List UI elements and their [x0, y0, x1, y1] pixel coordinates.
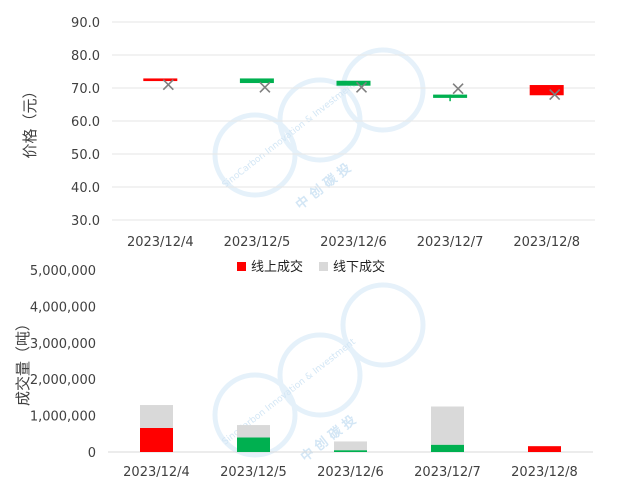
price-x-tick-label: 2023/12/5 [224, 235, 291, 250]
volume-y-tick-label: 5,000,000 [30, 264, 96, 279]
volume-bar-online [237, 437, 270, 452]
volume-bar-online [431, 444, 464, 452]
legend-label-online: 线上成交 [251, 259, 303, 275]
price-y-tick-label: 40.0 [71, 181, 100, 196]
price-y-tick-label: 70.0 [71, 82, 100, 97]
watermark-text-cn-2: 中 创 碳 投 [298, 412, 360, 465]
legend-swatch-offline [319, 262, 328, 271]
volume-x-tick-label: 2023/12/5 [220, 465, 287, 480]
volume-chart: 0 1,000,000 2,000,000 3,000,000 4,000,000 5,0… [14, 264, 593, 480]
price-candle [143, 78, 178, 82]
price-chart: 30.0 40.0 50.0 60.0 70.0 80.0 90.0 2023/12/4 202… [21, 16, 595, 250]
price-y-tick-label: 90.0 [71, 16, 100, 31]
volume-x-tick-label: 2023/12/4 [123, 465, 190, 480]
watermark-ring-5 [277, 332, 363, 418]
price-marker-stroke [452, 83, 464, 95]
volume-y-tick-label: 3,000,000 [30, 337, 96, 352]
volume-x-tick-label: 2023/12/6 [317, 465, 384, 480]
price-marker-x [355, 81, 368, 93]
volume-y-tick-label: 0 [88, 446, 96, 461]
volume-bar-online [140, 427, 173, 452]
price-y-tick-label: 80.0 [71, 49, 100, 64]
watermark: SinoCarbon Innovation & Investment 中 创 碳… [212, 47, 426, 465]
volume-y-tick-label: 2,000,000 [30, 373, 96, 388]
price-y-tick-label: 60.0 [71, 115, 100, 130]
volume-bar-offline [431, 406, 464, 445]
price-marker-x [452, 83, 464, 95]
price-candle [529, 85, 564, 96]
price-candle [336, 80, 371, 86]
price-y-tick-label: 50.0 [71, 148, 100, 163]
price-marker-stroke [162, 79, 174, 91]
legend-label-offline: 线下成交 [333, 259, 385, 275]
price-x-tick-label: 2023/12/6 [320, 235, 387, 250]
price-x-tick-label: 2023/12/7 [417, 235, 484, 250]
price-y-tick-label: 30.0 [71, 214, 100, 229]
watermark-ring-6 [340, 282, 426, 368]
volume-bar-online [528, 446, 561, 452]
volume-y-tick-label: 4,000,000 [30, 300, 96, 315]
volume-y-tick-label: 1,000,000 [30, 410, 96, 425]
volume-x-tick-label: 2023/12/7 [414, 465, 481, 480]
watermark-ring-3 [340, 47, 426, 133]
volume-y-axis-title: 成交量（吨） [14, 316, 32, 406]
volume-legend: 线上成交 线下成交 [237, 259, 385, 275]
volume-x-tick-label: 2023/12/8 [511, 465, 578, 480]
price-marker-stroke [549, 89, 561, 101]
price-marker-x [259, 81, 271, 93]
price-marker-stroke [259, 81, 271, 93]
price-marker-stroke [355, 81, 368, 93]
price-marker-x [549, 89, 561, 101]
price-x-tick-label: 2023/12/4 [127, 235, 194, 250]
volume-bar-offline [237, 425, 270, 438]
volume-bar-online [334, 450, 367, 452]
volume-bar-offline [140, 405, 173, 428]
watermark-ring-1 [212, 112, 298, 198]
legend-swatch-online [237, 262, 246, 271]
price-y-axis-title: 价格（元） [21, 83, 39, 158]
price-x-tick-label: 2023/12/8 [513, 235, 580, 250]
watermark-ring-4 [212, 372, 298, 458]
price-marker-x [162, 79, 174, 91]
price-candle [239, 78, 274, 84]
volume-bar-offline [334, 441, 367, 451]
